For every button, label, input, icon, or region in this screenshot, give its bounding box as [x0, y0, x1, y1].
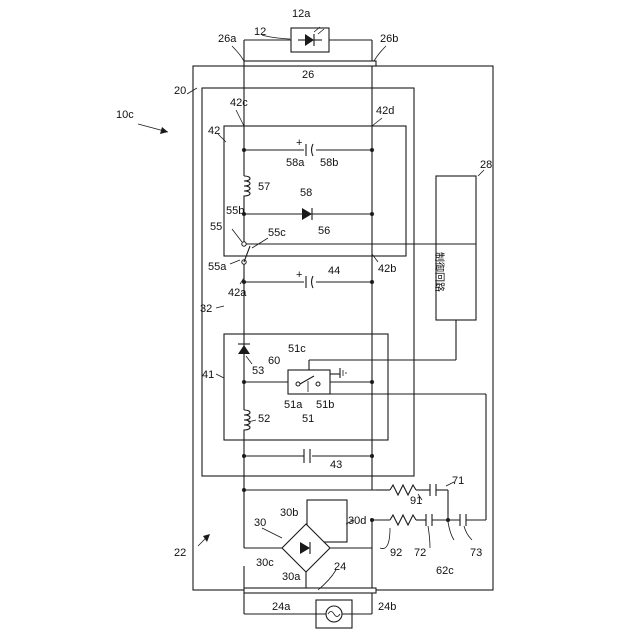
label-26b: 26b: [380, 33, 398, 45]
label-42c: 42c: [230, 97, 248, 109]
label-12a: 12a: [292, 8, 311, 20]
inductor-57-icon: [238, 176, 250, 198]
label-53: 53: [252, 365, 264, 377]
block-42: [224, 126, 406, 256]
label-32: 32: [200, 303, 212, 315]
label-22: 22: [174, 547, 186, 559]
label-30d: 30d: [348, 515, 366, 527]
label-42b: 42b: [378, 263, 396, 275]
label-24: 24: [334, 561, 346, 573]
terminal-bar-24: [244, 588, 376, 593]
label-plus-58: +: [296, 137, 302, 149]
label-24a: 24a: [272, 601, 291, 613]
label-44: 44: [328, 265, 340, 277]
capacitor-43-icon: [304, 449, 312, 463]
label-28: 28: [480, 159, 492, 171]
label-30b: 30b: [280, 507, 298, 519]
terminal-bar-26: [244, 61, 376, 66]
label-58a: 58a: [286, 157, 305, 169]
label-55a: 55a: [208, 261, 227, 273]
label-43: 43: [330, 459, 342, 471]
inductor-52-icon: [238, 410, 250, 432]
label-58b: 58b: [320, 157, 338, 169]
label-30c: 30c: [256, 557, 274, 569]
label-58: 58: [300, 187, 312, 199]
label-12: 12: [254, 26, 266, 38]
label-60: 60: [268, 355, 280, 367]
label-26: 26: [302, 69, 314, 81]
label-62c: 62c: [436, 565, 454, 577]
label-56: 56: [318, 225, 330, 237]
label-42a: 42a: [228, 287, 247, 299]
control-circuit-label: 制御回路: [433, 252, 446, 292]
label-71: 71: [452, 475, 464, 487]
label-plus-44: +: [296, 269, 302, 281]
label-51a: 51a: [284, 399, 303, 411]
label-30: 30: [254, 517, 266, 529]
label-51: 51: [302, 413, 314, 425]
label-91: 91: [410, 495, 422, 507]
label-73: 73: [470, 547, 482, 559]
label-72: 72: [414, 547, 426, 559]
label-42d: 42d: [376, 105, 394, 117]
label-51b: 51b: [316, 399, 334, 411]
label-55: 55: [210, 221, 222, 233]
label-51c: 51c: [288, 343, 306, 355]
label-57: 57: [258, 181, 270, 193]
label-55b: 55b: [226, 205, 244, 217]
switch-51-box: [288, 370, 330, 394]
label-26a: 26a: [218, 33, 237, 45]
label-92: 92: [390, 547, 402, 559]
label-42: 42: [208, 125, 220, 137]
label-20: 20: [174, 85, 186, 97]
label-24b: 24b: [378, 601, 396, 613]
label-52: 52: [258, 413, 270, 425]
label-55c: 55c: [268, 227, 286, 239]
label-30a: 30a: [282, 571, 301, 583]
label-10c: 10c: [116, 109, 134, 121]
control-circuit-28: [436, 176, 476, 320]
label-41: 41: [202, 369, 214, 381]
